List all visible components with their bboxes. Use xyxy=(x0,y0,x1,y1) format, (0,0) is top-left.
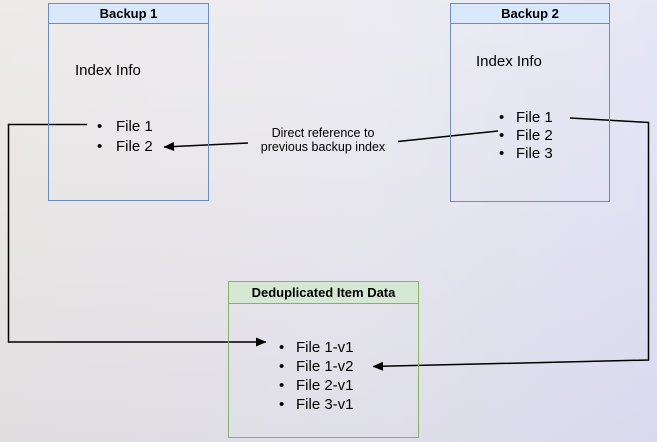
list-item: File 2 xyxy=(97,137,153,157)
node-backup1: Backup 1 Index Info File 1 File 2 xyxy=(48,3,209,201)
node-backup2: Backup 2 Index Info File 1 File 2 File 3 xyxy=(450,3,610,202)
node-backup2-title: Backup 2 xyxy=(501,6,559,21)
node-dedup: Deduplicated Item Data File 1-v1 File 1-… xyxy=(228,281,419,438)
node-backup2-file-list: File 1 File 2 File 3 xyxy=(499,109,553,163)
node-dedup-title: Deduplicated Item Data xyxy=(251,285,396,300)
edge-reference-label-line1: Direct reference to xyxy=(271,126,375,140)
node-backup1-title: Backup 1 xyxy=(99,6,158,21)
list-item: File 2-v1 xyxy=(279,376,354,395)
node-backup1-header: Backup 1 xyxy=(49,4,208,24)
list-item: File 1 xyxy=(499,109,553,127)
node-backup1-body-label: Index Info xyxy=(75,62,141,79)
list-item: File 2 xyxy=(499,127,553,145)
edge-reference-label-line2: previous backup index xyxy=(260,140,386,154)
node-dedup-header: Deduplicated Item Data xyxy=(229,282,418,304)
list-item: File 1-v2 xyxy=(279,357,354,376)
list-item: File 3-v1 xyxy=(279,395,354,414)
node-backup1-file-list: File 1 File 2 xyxy=(97,117,153,157)
edge-reference-label: Direct reference to previous backup inde… xyxy=(234,126,412,154)
list-item: File 3 xyxy=(499,145,553,163)
list-item: File 1-v1 xyxy=(279,338,354,357)
node-backup2-header: Backup 2 xyxy=(451,4,609,24)
node-dedup-file-list: File 1-v1 File 1-v2 File 2-v1 File 3-v1 xyxy=(279,338,354,414)
node-backup2-body-label: Index Info xyxy=(476,53,542,70)
list-item: File 1 xyxy=(97,117,153,137)
